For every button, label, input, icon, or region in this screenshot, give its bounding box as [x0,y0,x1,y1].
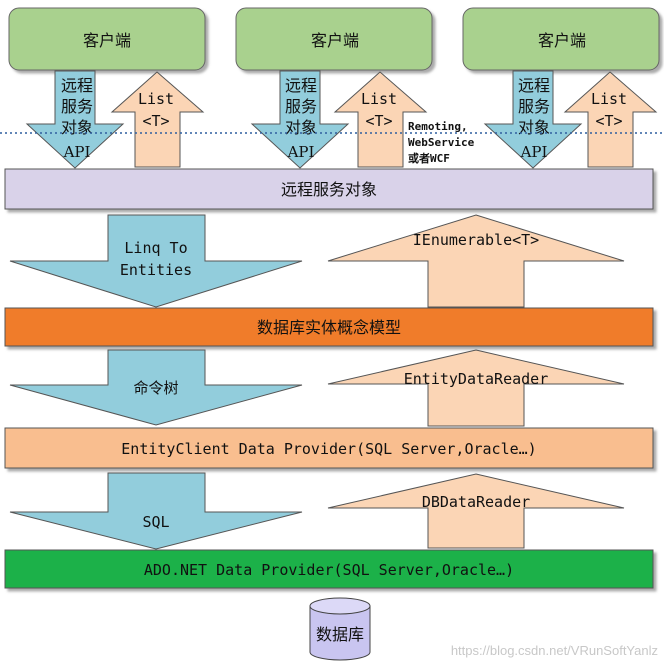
command-tree-arrow-label: 命令树 [133,379,178,397]
ado-net-layer-label: ADO.NET Data Provider(SQL Server,Oracle…… [144,561,514,579]
client-down-arrow-text-3-3: API [520,143,548,161]
remote-service-layer-label: 远程服务对象 [281,180,377,199]
watermark: https://blog.csdn.net/VRunSoftYanlz [451,643,658,658]
client-down-arrow-text-1-2: 对象 [61,118,93,137]
client-up-arrow-2 [333,71,428,168]
client-down-arrow-text-1-0: 远程 [61,76,93,95]
client-down-arrow-text-3-1: 服务 [518,97,550,116]
client-down-arrow-text-1-1: 服务 [61,97,93,116]
client-up-arrow-text-2-0: List [361,90,397,108]
client-up-arrow-1 [110,71,205,168]
client-down-arrow-text-3-2: 对象 [518,118,550,137]
client-down-arrow-text-2-2: 对象 [285,118,317,137]
remoting-note-line-2: 或者WCF [408,151,450,165]
remoting-note-line-1: WebService [408,136,475,149]
client-down-arrow-text-2-3: API [287,143,315,161]
linq-arrow-text-1: Entities [120,261,192,279]
client-column-1: 客户端 远程 服务 对象 API List <T> [8,7,206,169]
db-reader-arrow-label: DBDataReader [422,493,530,511]
entity-reader-up-arrow [327,349,625,427]
client-column-2: 客户端 远程 服务 对象 API List <T> [235,7,433,169]
client-label-2: 客户端 [311,31,359,50]
ienumerable-arrow-label: IEnumerable<T> [413,231,539,249]
entity-client-layer-label: EntityClient Data Provider(SQL Server,Or… [121,440,536,458]
linq-down-arrow [9,214,303,308]
entity-client-layer [4,427,654,469]
command-tree-down-arrow [9,349,303,426]
client-box-1 [8,7,206,71]
database-cylinder: 数据库 [309,597,371,661]
ado-net-layer [4,549,654,589]
client-column-3: 客户端 远程 服务 对象 API List <T> [462,7,660,169]
database-label: 数据库 [316,625,364,644]
client-up-arrow-text-1-1: <T> [142,112,169,130]
client-down-arrow-text-3-0: 远程 [518,76,550,95]
client-down-arrow-text-1-3: API [63,143,91,161]
client-up-arrow-text-2-1: <T> [365,112,392,130]
client-down-arrow-3 [483,70,583,169]
client-label-3: 客户端 [538,31,586,50]
client-down-arrow-2 [250,70,350,169]
client-box-3 [462,7,660,71]
client-up-arrow-3 [563,71,658,168]
database-cylinder-top [309,597,371,615]
remote-service-layer [4,168,654,210]
sql-down-arrow [9,472,303,550]
client-up-arrow-text-3-1: <T> [595,112,622,130]
database-cylinder-body [309,606,371,661]
entity-reader-arrow-label: EntityDataReader [404,370,549,388]
db-reader-up-arrow [327,473,625,549]
entity-model-layer-label: 数据库实体概念模型 [257,318,401,337]
entity-model-layer [4,307,654,347]
remoting-note-line-0: Remoting, [408,120,468,133]
linq-arrow-text-0: Linq To [124,239,187,257]
client-down-arrow-1 [25,70,125,169]
client-down-arrow-text-2-1: 服务 [285,97,317,116]
client-up-arrow-text-1-0: List [138,90,174,108]
client-label-1: 客户端 [83,31,131,50]
ienumerable-up-arrow [327,214,625,308]
client-box-2 [235,7,433,71]
sql-arrow-label: SQL [142,513,169,531]
remoting-note: Remoting, WebService 或者WCF [408,120,475,165]
client-down-arrow-text-2-0: 远程 [285,76,317,95]
client-up-arrow-text-3-0: List [591,90,627,108]
